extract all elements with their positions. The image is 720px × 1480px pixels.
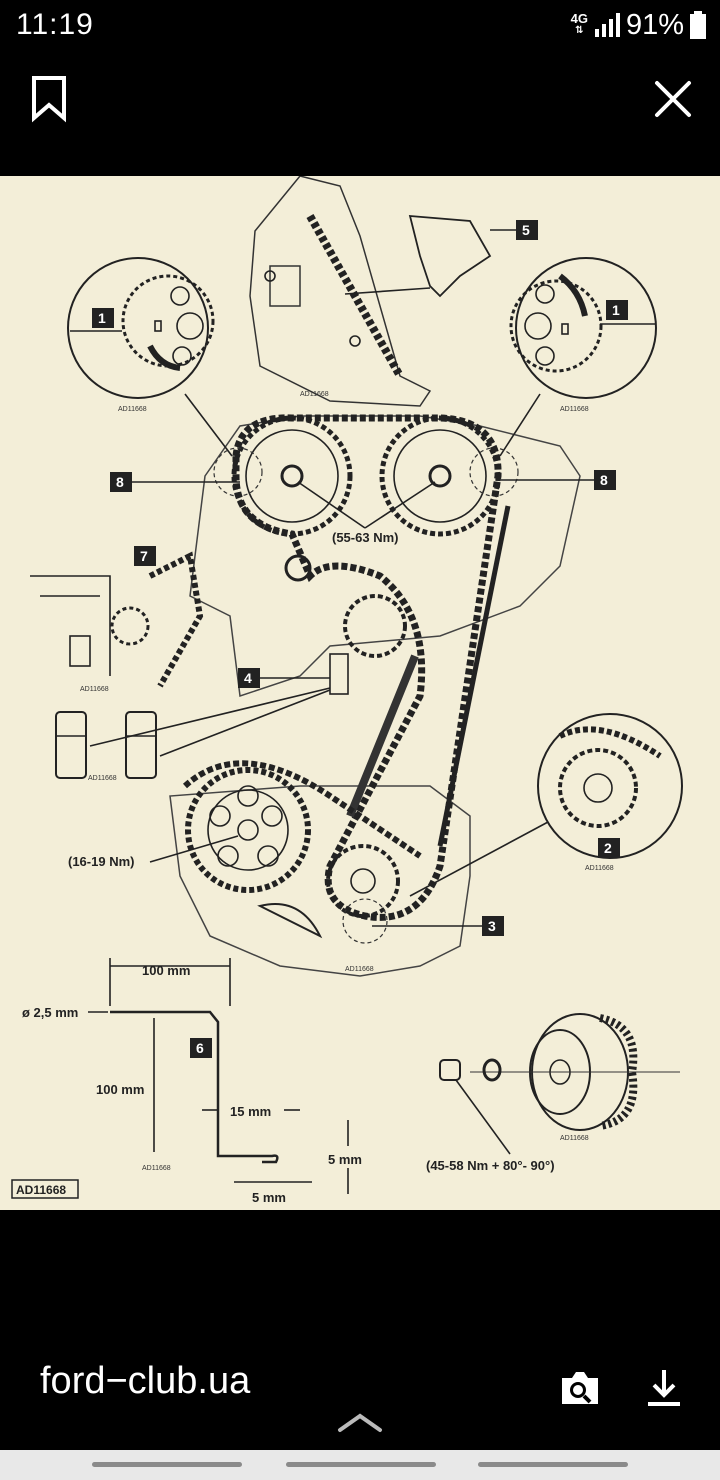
nav-recents-button[interactable] [478, 1462, 628, 1467]
label-small-code-right: AD11668 [560, 406, 589, 413]
status-bar: 11:19 4G ⇅ 91% [0, 0, 720, 50]
data-arrows-icon: ⇅ [575, 25, 584, 36]
label-small-code-6: AD11668 [142, 1165, 171, 1172]
label-small-code-left: AD11668 [118, 406, 147, 413]
callout-8-left: 8 [116, 474, 124, 490]
figure-code: AD11668 [16, 1183, 66, 1197]
label-small-code-pulley: AD11668 [560, 1135, 589, 1142]
bookmark-outline-icon [32, 76, 66, 123]
label-dim-top: 100 mm [142, 963, 190, 978]
label-cam-torque: (55-63 Nm) [332, 530, 398, 545]
chevron-up-icon [338, 1413, 382, 1432]
visual-search-button[interactable] [558, 1366, 602, 1410]
callout-8-right: 8 [600, 472, 608, 488]
battery-icon [690, 11, 706, 39]
label-pulley-torque: (45-58 Nm + 80°- 90°) [426, 1158, 555, 1173]
timing-chain-diagram: AD11668 5 1 AD11668 1 AD11668 8 8 (55-63… [11, 176, 683, 1205]
system-nav-bar [0, 1450, 720, 1480]
close-button[interactable] [648, 74, 698, 124]
callout-3: 3 [488, 918, 496, 934]
network-type: 4G [570, 11, 588, 26]
callout-1-left: 1 [98, 310, 106, 326]
download-icon [648, 1370, 680, 1406]
nav-back-button[interactable] [92, 1462, 242, 1467]
callout-1-right: 1 [612, 302, 620, 318]
timing-chain-diagram-image[interactable]: AD11668 5 1 AD11668 1 AD11668 8 8 (55-63… [0, 176, 720, 1210]
expand-button[interactable] [336, 1410, 384, 1436]
callout-4: 4 [244, 670, 252, 686]
signal-icon [594, 13, 620, 37]
source-link[interactable]: ford−club.ua [40, 1360, 251, 1402]
nav-home-button[interactable] [286, 1462, 436, 1467]
image-source-bar: ford−club.ua [0, 1340, 720, 1430]
callout-5: 5 [522, 222, 530, 238]
close-x-icon [655, 81, 691, 117]
label-dim-5v: 5 mm [328, 1152, 362, 1167]
callout-6: 6 [196, 1040, 204, 1056]
label-crank-torque: (16-19 Nm) [68, 854, 134, 869]
label-small-code-4: AD11668 [88, 775, 117, 782]
bookmark-button[interactable] [28, 74, 72, 124]
label-small-code-7: AD11668 [80, 686, 109, 693]
download-button[interactable] [642, 1364, 686, 1412]
label-dim-15: 15 mm [230, 1104, 271, 1119]
viewer-toolbar [0, 60, 720, 140]
battery-percent: 91% [625, 8, 684, 41]
label-small-code-bottom: AD11668 [345, 966, 374, 973]
status-indicators: 4G ⇅ 91% [571, 8, 706, 42]
visual-search-icon [562, 1372, 598, 1404]
label-dim-5h: 5 mm [252, 1190, 286, 1205]
label-small-code-top: AD11668 [300, 391, 329, 398]
label-small-code-zoom2: AD11668 [585, 865, 614, 872]
callout-2: 2 [604, 840, 612, 856]
callout-7: 7 [140, 548, 148, 564]
label-dim-side: 100 mm [96, 1082, 144, 1097]
status-time: 11:19 [16, 8, 94, 41]
label-dim-diameter: ø 2,5 mm [22, 1005, 78, 1020]
network-indicator: 4G ⇅ [570, 11, 588, 37]
